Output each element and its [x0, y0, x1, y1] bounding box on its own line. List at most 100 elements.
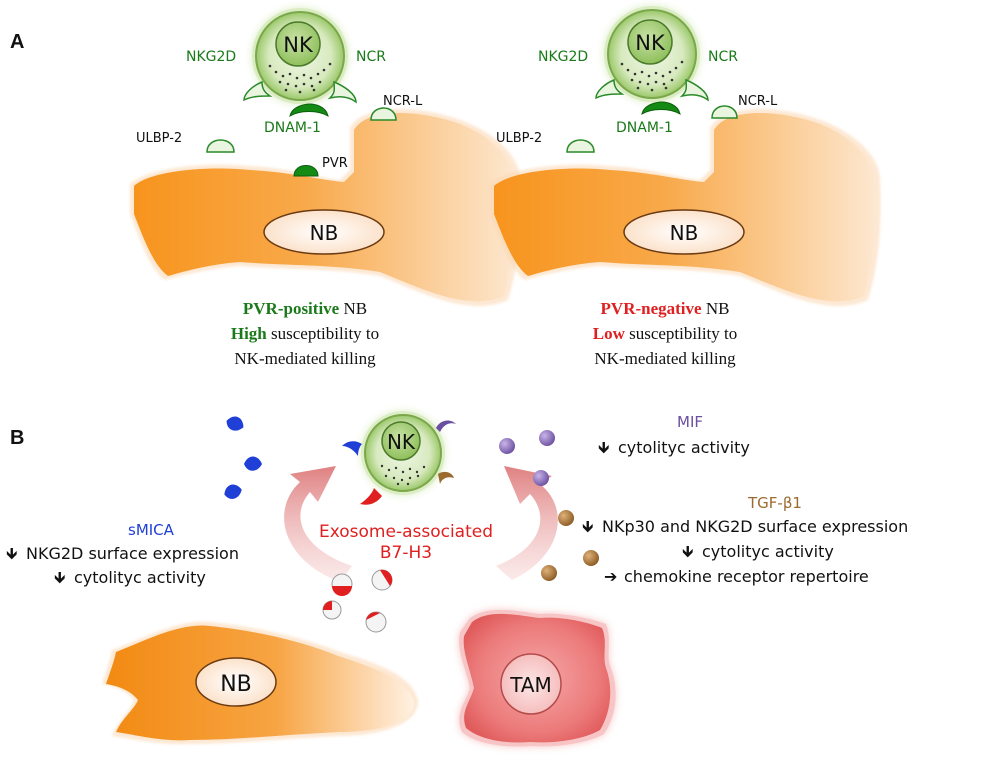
mif-molecule [539, 430, 555, 446]
smica-effects: sMICA 🡻 NKG2D surface expression 🡻 cytol… [6, 521, 239, 587]
tgf-molecule [541, 565, 557, 581]
pvr-label: PVR [322, 156, 348, 171]
tgf-molecule [583, 550, 599, 566]
nb-cell: NB [130, 109, 521, 307]
panel-a-right-caption: PVR-negative NB Low susceptibility to NK… [593, 299, 738, 368]
nk-label: NK [283, 33, 314, 57]
panel-a-letter: A [10, 31, 24, 53]
pvr-ligand [293, 165, 319, 177]
caption-killing: NK-mediated killing [594, 349, 736, 368]
smica-effect-2: cytolityc activity [74, 568, 206, 587]
nb-nucleus [623, 209, 745, 255]
ulbp2-label: ULBP-2 [496, 131, 542, 146]
tam-nucleus [500, 653, 562, 715]
caption-level: Low [593, 324, 626, 343]
b7h3-receptor [360, 488, 382, 505]
svg-text:PVR-positive NB: PVR-positive NB [243, 299, 367, 318]
svg-text:High susceptibility to: High susceptibility to [231, 324, 379, 343]
svg-text:PVR-negative NB: PVR-negative NB [601, 299, 730, 318]
curved-arrow-left [284, 466, 352, 582]
ulbp2-ligand [206, 139, 235, 153]
nkg2d-label: NKG2D [186, 49, 236, 65]
caption-susceptibility: susceptibility to [625, 324, 737, 343]
ncr-receptor [327, 80, 357, 104]
panel-b-letter: B [10, 427, 24, 449]
panel-a-left: NB NK NKG2D NCR NCR-L ULBP-2 DNAM-1 PVR [130, 8, 521, 368]
nb-label: NB [670, 221, 699, 245]
panel-a-right: NB NK NKG2D NCR NCR-L ULBP-2 DNAM-1 PVR-… [490, 6, 881, 368]
tam-label: TAM [509, 673, 552, 697]
tgf-effect-2: cytolityc activity [702, 542, 834, 561]
exosome-caption: Exosome-associated B7-H3 [319, 522, 493, 563]
ulbp2-label: ULBP-2 [136, 131, 182, 146]
caption-level: High [231, 324, 267, 343]
ncr-label: NCR [356, 49, 386, 65]
down-arrow: 🡻 [598, 438, 610, 457]
down-arrow: 🡻 [682, 542, 694, 561]
nb-nucleus [195, 657, 277, 707]
mif-molecule [499, 438, 515, 454]
ncr-l-label: NCR-L [738, 94, 778, 109]
caption-susceptibility: susceptibility to [267, 324, 379, 343]
mif-receptor [436, 420, 456, 432]
ncr-receptor [679, 78, 709, 102]
smica-molecule [226, 416, 244, 431]
tgf-title: TGF-β1 [747, 494, 802, 512]
nb-label: NB [220, 672, 252, 697]
nkg2d-receptor [595, 78, 625, 100]
tgf-effect-3: chemokine receptor repertoire [624, 567, 869, 586]
mif-effect-1: cytolityc activity [618, 438, 750, 457]
smica-molecule [244, 456, 262, 471]
dnam1-receptor [641, 101, 681, 116]
caption-status: PVR-positive [243, 299, 340, 318]
nb-label: NB [310, 221, 339, 245]
tgf-effect-1: NKp30 and NKG2D surface expression [602, 517, 908, 536]
down-arrow: 🡻 [6, 544, 18, 563]
smica-molecule [224, 484, 242, 499]
curved-arrow-right [496, 466, 558, 580]
mif-effects: MIF 🡻 cytolityc activity [598, 413, 750, 457]
dnam1-receptor [289, 103, 329, 118]
ncr-l-label: NCR-L [383, 94, 423, 109]
ncr-ligand [370, 107, 397, 121]
mif-title: MIF [677, 413, 703, 431]
smica-title: sMICA [128, 521, 175, 539]
nk-cell: NK [252, 8, 348, 104]
nb-cell: NB [490, 109, 881, 307]
caption-status: PVR-negative [601, 299, 702, 318]
mif-molecule [533, 470, 549, 486]
ncr-label: NCR [708, 49, 738, 65]
nk-granules [268, 62, 332, 94]
panel-b: NK Exosome-ass [6, 411, 908, 747]
nk-label: NK [635, 31, 666, 55]
smica-effect-1: NKG2D surface expression [26, 544, 239, 563]
tgf-molecule [558, 510, 574, 526]
down-arrow: 🡻 [54, 568, 66, 587]
caption-cell: NB [702, 299, 730, 318]
tgf-receptor [438, 471, 454, 484]
nb-cell: NB [102, 621, 419, 745]
down-arrow: 🡻 [582, 517, 594, 536]
svg-text:Low susceptibility to: Low susceptibility to [593, 324, 738, 343]
exosome-line1: Exosome-associated [319, 522, 493, 542]
tam-cell: TAM [459, 609, 616, 747]
nb-nucleus [263, 209, 385, 255]
panel-a-left-caption: PVR-positive NB High susceptibility to N… [231, 299, 379, 368]
dnam1-label: DNAM-1 [616, 120, 673, 136]
ncr-ligand [711, 105, 738, 119]
caption-killing: NK-mediated killing [234, 349, 376, 368]
nkg2d-receptor [342, 441, 362, 456]
nk-nucleus [275, 21, 321, 67]
nk-granules [380, 464, 426, 486]
right-arrow: ➔ [604, 567, 617, 586]
nkg2d-label: NKG2D [538, 49, 588, 65]
nk-cell: NK [604, 6, 700, 102]
nk-cell: NK [361, 411, 445, 495]
nkg2d-receptor [243, 80, 273, 102]
exosomes [322, 569, 393, 633]
tgf-effects: TGF-β1 🡻 NKp30 and NKG2D surface express… [582, 494, 908, 586]
ulbp2-ligand [566, 139, 595, 153]
dnam1-label: DNAM-1 [264, 120, 321, 136]
nk-label: NK [387, 430, 416, 454]
